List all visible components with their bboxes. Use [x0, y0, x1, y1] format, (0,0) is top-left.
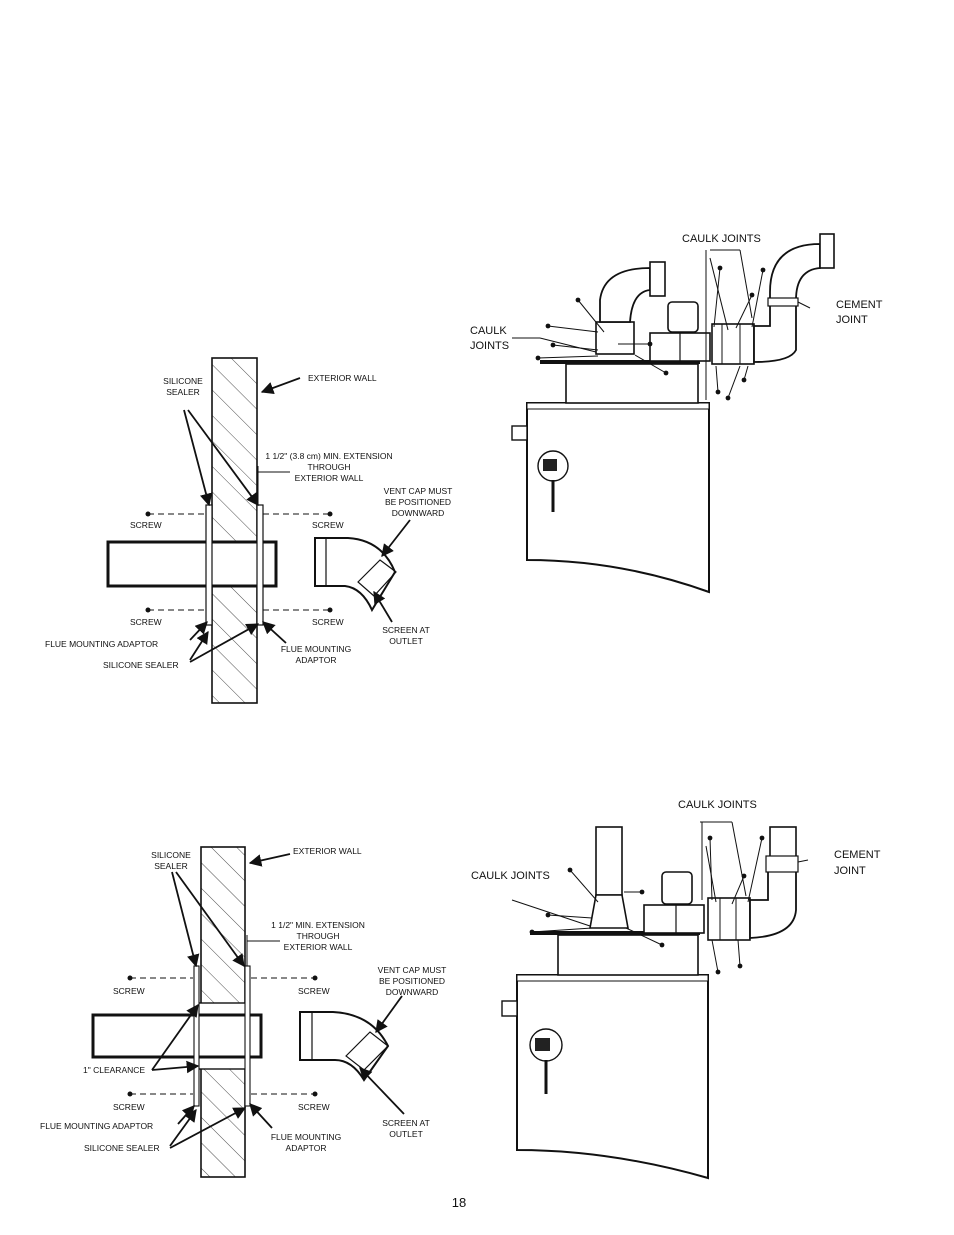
vent-cap-elbow [314, 537, 397, 613]
outlet-coupling [707, 897, 751, 941]
flue-mounting-adaptor-label: FLUE MOUNTING ADAPTOR [45, 639, 158, 649]
screw-icon [145, 511, 151, 517]
flue-mounting-adaptor-left [193, 965, 200, 1107]
silicone-sealer-bottom-label: SILICONE SEALER [84, 1143, 160, 1153]
exterior-wall-label: EXTERIOR WALL [308, 373, 377, 383]
flue-mounting-adaptor-label: FLUE MOUNTING ADAPTOR [40, 1121, 153, 1131]
screw-label: SCREW [312, 520, 344, 530]
heater-top-deck [565, 363, 699, 404]
caulk-joints-left-label: CAULK JOINTS [471, 870, 550, 882]
motor [667, 301, 699, 333]
page-number: 18 [452, 1195, 466, 1210]
caulk-joints-top-label: CAULK JOINTS [682, 233, 761, 245]
inlet-coupling [595, 321, 635, 355]
flue-mounting-adaptor-right [244, 965, 251, 1107]
vent-cap-elbow [299, 1011, 390, 1082]
screw-icon [145, 607, 151, 613]
screw-icon [327, 607, 333, 613]
cement-joint-band [767, 297, 799, 307]
vertical-outlet-pipe [769, 826, 797, 858]
vertical-vent-pipe [595, 826, 623, 896]
silicone-sealer-bottom-label: SILICONE SEALER [103, 660, 179, 670]
caulk-joints-top-label: CAULK JOINTS [678, 799, 757, 811]
screw-icon [327, 511, 333, 517]
screw-label: SCREW [113, 1102, 145, 1112]
vent-pipe [106, 540, 278, 588]
screw-label: SCREW [113, 986, 145, 996]
heater-top-deck [557, 934, 699, 976]
screw-label: SCREW [298, 986, 330, 996]
screw-icon [312, 1091, 318, 1097]
clearance-label: 1" CLEARANCE [83, 1065, 145, 1075]
flue-mounting-adaptor-right [256, 504, 264, 626]
inlet-reducer [589, 894, 629, 929]
motor [661, 871, 693, 905]
exterior-wall-section [211, 357, 258, 704]
side-fitting [511, 425, 528, 441]
exterior-wall-label: EXTERIOR WALL [293, 846, 362, 856]
blower-housing [643, 904, 705, 934]
screw-icon [127, 1091, 133, 1097]
screw-icon [127, 975, 133, 981]
outlet-coupling [711, 323, 755, 365]
screw-label: SCREW [130, 520, 162, 530]
screw-icon [312, 975, 318, 981]
screw-label: SCREW [130, 617, 162, 627]
screw-label: SCREW [298, 1102, 330, 1112]
side-fitting [501, 1000, 518, 1017]
cement-joint-band [765, 855, 799, 873]
screw-label: SCREW [312, 617, 344, 627]
flue-mounting-adaptor-left [205, 504, 213, 626]
inlet-elbow [599, 267, 651, 323]
heater-body [516, 974, 709, 1180]
heater-body [526, 402, 710, 594]
